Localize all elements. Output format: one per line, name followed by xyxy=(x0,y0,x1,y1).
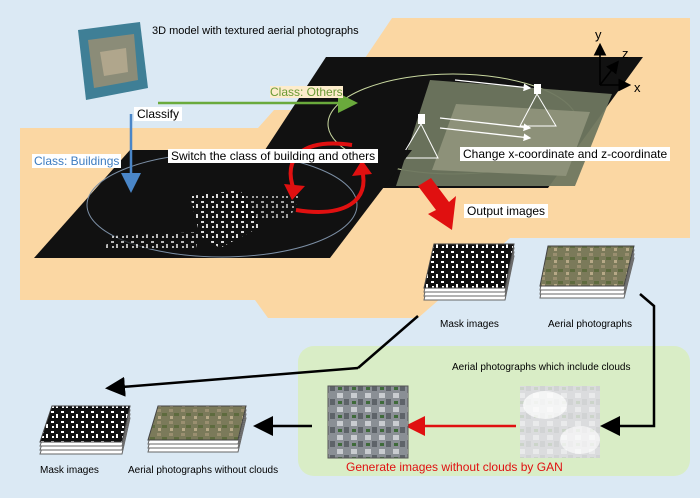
aerial-without-clouds-label: Aerial photographs without clouds xyxy=(128,465,279,476)
change-coords-label: Change x-coordinate and z-coordinate xyxy=(460,147,671,161)
switch-class-label: Switch the class of building and others xyxy=(168,149,379,163)
output-arrow xyxy=(418,178,456,230)
axis-z-label: z xyxy=(622,46,629,61)
cloudy-image xyxy=(520,386,600,458)
aerial-to-cloud-arrow xyxy=(600,293,656,436)
class-buildings-label: Class: Buildings xyxy=(32,154,122,168)
mask-images-stack-top xyxy=(423,243,515,301)
gan-output-image xyxy=(327,385,409,459)
mask-left-arrow xyxy=(105,366,359,397)
aerial-no-clouds-stack xyxy=(147,405,247,453)
model-thumbnail xyxy=(78,22,148,100)
xyz-axes xyxy=(593,42,632,92)
mask-images-bottom-label: Mask images xyxy=(40,465,99,476)
aerial-photos-stack xyxy=(539,245,635,299)
mask-down-arrow xyxy=(357,315,419,369)
aerial-with-clouds-label: Aerial photographs which include clouds xyxy=(452,362,631,373)
classify-label: Classify xyxy=(134,107,183,121)
model-title: 3D model with textured aerial photograph… xyxy=(152,25,359,37)
aerial-photos-label: Aerial photographs xyxy=(548,319,632,330)
axis-x-label: x xyxy=(634,80,641,95)
class-others-label: Class: Others xyxy=(270,85,343,99)
axis-y-label: y xyxy=(595,27,602,42)
mask-images-stack-bottom xyxy=(39,405,131,455)
mask-images-top-label: Mask images xyxy=(440,319,499,330)
gan-caption: Generate images without clouds by GAN xyxy=(346,460,563,474)
output-images-label: Output images xyxy=(464,204,549,218)
